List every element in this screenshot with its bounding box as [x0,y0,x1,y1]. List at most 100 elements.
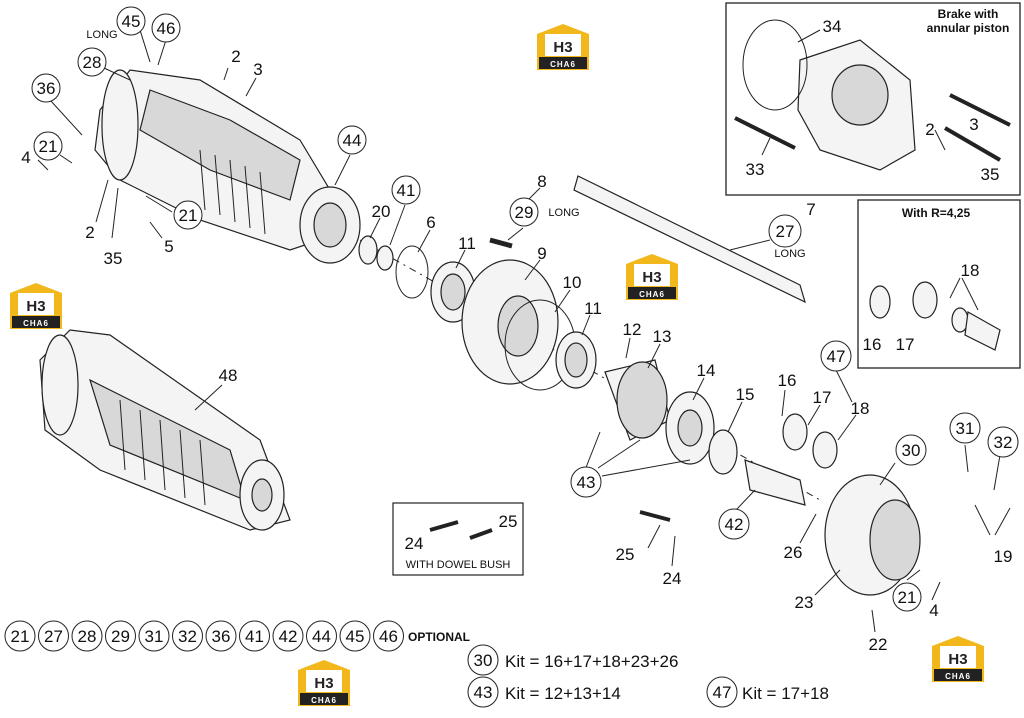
svg-text:H3: H3 [26,298,45,315]
svg-text:44: 44 [343,131,362,150]
seal-ring-part [376,245,394,271]
o-ring-part [742,19,808,111]
svg-text:27: 27 [776,222,795,241]
logo-watermark: H3 CHA6 [10,283,62,329]
svg-text:43: 43 [577,473,596,492]
callout-3: 3 [253,60,262,79]
optional-item-46: 46 [373,620,404,652]
callout-45: 45 [116,6,146,36]
optional-item-44: 44 [306,620,337,652]
svg-text:29: 29 [515,203,534,222]
callout-41: 41 [391,175,421,205]
stud-bolt-part [489,237,513,249]
optional-item-label: 27 [44,627,63,646]
svg-text:CHA6: CHA6 [639,290,665,299]
callout-43: 43 [570,466,602,498]
svg-text:H3: H3 [948,651,967,668]
bolt-part [734,93,1011,162]
callout-12: 12 [623,320,642,339]
inset-brake-annular-piston: Brake with annular piston 34 2 3 33 35 [725,2,1021,196]
logo-watermark: H3 CHA6 [626,254,678,300]
callout-27: 27 [768,214,802,248]
long-note: LONG [774,248,805,260]
optional-item-36: 36 [205,620,237,652]
axle-housing-part [94,69,361,264]
optional-item-45: 45 [339,620,371,652]
thrust-washer-part [708,429,738,475]
svg-text:36: 36 [37,79,56,98]
optional-item-21: 21 [4,620,36,652]
optional-item-label: 46 [379,627,398,646]
svg-text:CHA6: CHA6 [23,319,49,328]
callout-36: 36 [31,73,61,103]
optional-item-label: 45 [346,627,365,646]
inset-title: With R=4,25 [902,206,971,220]
callout-3: 3 [969,115,978,134]
callout-21: 21 [892,582,922,612]
callout-26: 26 [784,543,803,562]
callout-14: 14 [697,361,716,380]
inset-ratio-4-25: With R=4,25 18 16 17 [857,199,1021,369]
kit-description: Kit = 16+17+18+23+26 [505,652,678,671]
svg-text:H3: H3 [642,269,661,286]
kit-description: Kit = 17+18 [742,684,829,703]
callout-31: 31 [949,412,981,444]
kit-43: 43 Kit = 12+13+14 [467,676,621,708]
callout-5: 5 [164,237,173,256]
planet-gear-part [869,281,1001,351]
callout-17: 17 [813,388,832,407]
optional-label: OPTIONAL [408,630,470,644]
long-note: LONG [86,29,117,41]
optional-item-label: 42 [279,627,298,646]
o-ring-part [395,245,429,299]
inset-with-dowel-bush: 24 25 WITH DOWEL BUSH [392,502,524,576]
callout-35: 35 [981,165,1000,184]
svg-text:31: 31 [956,419,975,438]
callout-32: 32 [987,426,1019,458]
optional-item-29: 29 [105,620,136,652]
optional-item-27: 27 [38,620,69,652]
axle-housing-assembly-part [39,329,291,531]
callout-11: 11 [458,234,476,253]
brake-housing-part [797,39,916,171]
seal-part [358,235,378,265]
callout-28: 28 [77,47,107,77]
optional-item-label: 41 [245,627,264,646]
callout-2: 2 [85,223,94,242]
svg-text:CHA6: CHA6 [945,672,971,681]
ring-gear-carrier-part [665,391,715,465]
optional-item-label: 32 [178,627,197,646]
optional-item-label: 44 [312,627,331,646]
callout-13: 13 [653,327,672,346]
optional-item-32: 32 [172,620,203,652]
svg-text:CHA6: CHA6 [311,696,337,705]
bearing-part [555,331,597,389]
inset-title-line-2: annular piston [927,21,1010,35]
callout-47: 47 [820,340,852,372]
logo-watermark: H3 CHA6 [932,636,984,682]
svg-text:21: 21 [179,206,198,225]
callout-48: 48 [219,366,238,385]
callout-42: 42 [718,508,750,540]
svg-text:H3: H3 [553,39,572,56]
optional-item-42: 42 [272,620,304,652]
callout-21: 21 [173,200,203,230]
callout-22: 22 [869,635,888,654]
optional-item-31: 31 [138,620,170,652]
callout-16: 16 [778,371,797,390]
logo-watermark: H3 CHA6 [537,24,589,70]
optional-item-28: 28 [71,620,103,652]
callout-25: 25 [616,545,635,564]
callout-30: 30 [895,434,927,466]
svg-text:28: 28 [83,53,102,72]
optional-item-41: 41 [239,620,270,652]
svg-text:46: 46 [157,19,176,38]
axle-shaft-part [573,175,806,304]
ring-gear-part [604,359,671,441]
optional-item-label: 36 [212,627,231,646]
svg-text:30: 30 [902,441,921,460]
callout-7: 7 [806,200,815,219]
callout-24: 24 [405,534,424,553]
leader-lines [37,29,1011,633]
kit-47: 47 Kit = 17+18 [706,676,829,708]
